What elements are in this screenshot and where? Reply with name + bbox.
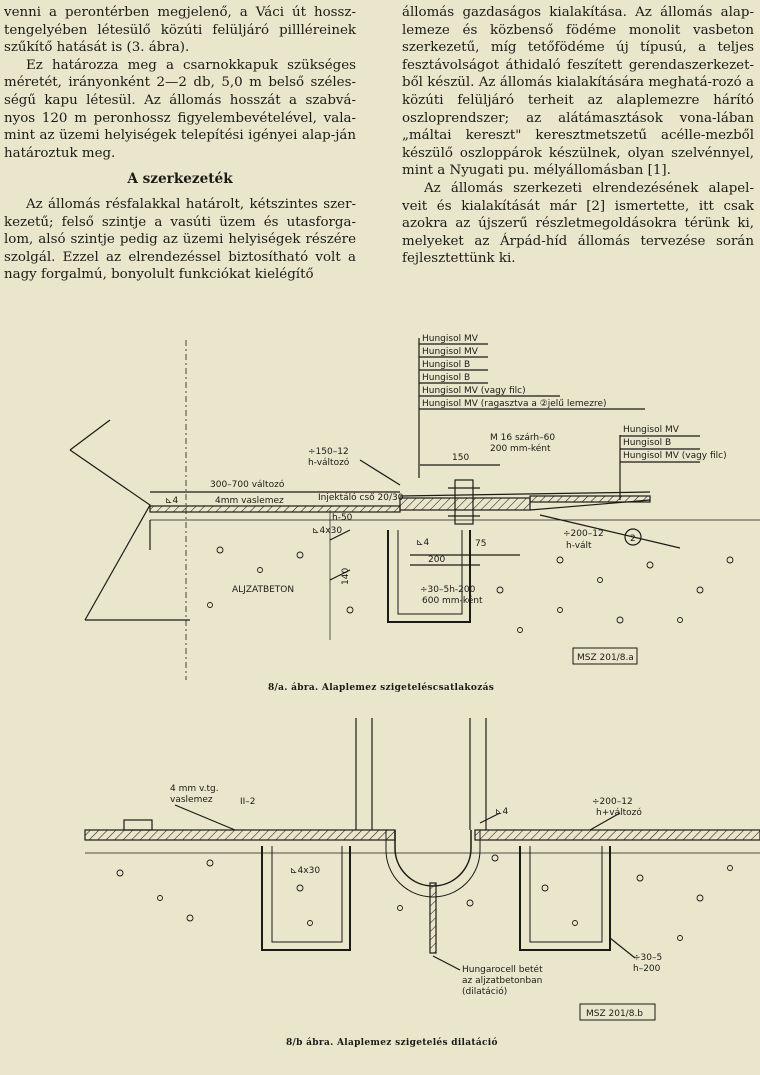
svg-text:Hungarocell betét: Hungarocell betét [462,964,543,975]
right-paragraph-1: állomás gazdaságos kialakítása. Az állom… [402,5,754,179]
right-paragraph-2: Az állomás szerkezeti elrendezésének ala… [402,180,754,267]
svg-text:MSZ 201/8.a: MSZ 201/8.a [577,653,634,663]
svg-text:⊾4: ⊾4 [495,807,509,817]
svg-text:4mm vaslemez: 4mm vaslemez [215,496,284,506]
svg-text:Hungisol MV (vagy filc): Hungisol MV (vagy filc) [623,451,727,461]
slab-left [84,829,396,841]
svg-text:Hungisol B: Hungisol B [623,438,671,448]
svg-text:ALJZATBETON: ALJZATBETON [232,585,294,595]
svg-text:Hungisol B: Hungisol B [422,360,470,370]
svg-text:M 16 szárh–60: M 16 szárh–60 [490,433,555,443]
aggregate-dots-b [116,854,733,941]
svg-text:⊾4: ⊾4 [416,538,430,548]
svg-text:Hungisol MV (ragasztva a ②jelű: Hungisol MV (ragasztva a ②jelű lemezre) [422,399,607,409]
svg-text:Injektáló cső 20/30: Injektáló cső 20/30 [318,492,404,503]
svg-text:II–2: II–2 [240,797,256,807]
svg-text:600 mm-ként: 600 mm-ként [422,595,483,606]
svg-text:4 mm v.tg.: 4 mm v.tg. [170,784,219,794]
svg-text:2: 2 [630,534,636,544]
svg-text:Hungisol MV: Hungisol MV [422,347,479,357]
svg-text:Hungisol MV: Hungisol MV [422,334,479,344]
svg-text:⊾4: ⊾4 [165,496,179,506]
svg-text:300–700 változó: 300–700 változó [210,479,285,490]
figure-8a-labels: Hungisol MV Hungisol MV Hungisol B Hungi… [165,334,727,663]
figure-8b-drawing: 4 mm v.tg. vaslemez II–2 ⊾4 ÷200–12 h+vá… [84,718,760,1021]
left-paragraph-1: venni a perontérben megjelenő, a Váci út… [4,5,356,56]
svg-text:Hungisol B: Hungisol B [422,373,470,383]
slab-right [474,829,760,841]
right-text-column: állomás gazdaságos kialakítása. Az állom… [402,4,754,268]
svg-text:÷200–12: ÷200–12 [563,529,604,539]
svg-text:200: 200 [428,555,445,565]
svg-text:h–200: h–200 [633,964,661,974]
svg-text:Hungisol MV (vagy filc): Hungisol MV (vagy filc) [422,386,526,396]
svg-text:Hungisol MV: Hungisol MV [623,425,680,435]
svg-text:⊾4x30: ⊾4x30 [290,866,320,876]
left-text-column: venni a perontérben megjelenő, a Váci út… [4,4,356,284]
svg-text:200 mm-ként: 200 mm-ként [490,443,551,454]
svg-text:h-50: h-50 [332,513,353,523]
figure-8b-labels: 4 mm v.tg. vaslemez II–2 ⊾4 ÷200–12 h+vá… [170,784,662,1019]
aggregate-dots [207,546,734,633]
svg-text:150: 150 [452,453,469,463]
svg-text:h-vált: h-vált [566,541,592,551]
svg-text:h+változó: h+változó [596,807,642,818]
svg-text:140: 140 [341,568,351,585]
svg-text:÷30–5h-200: ÷30–5h-200 [420,585,476,595]
dilatation-joint [429,882,437,954]
svg-text:÷150–12: ÷150–12 [308,447,349,457]
svg-text:75: 75 [475,539,486,549]
left-paragraph-3: Az állomás résfalakkal határolt, kétszin… [4,196,356,283]
svg-text:az aljzatbetonban: az aljzatbetonban [462,976,542,986]
figure-8b-caption: 8/b ábra. Alaplemez szigetelés dilatáció [286,1038,498,1048]
wall-chevron [69,449,151,621]
steel-plate [149,505,401,513]
figure-8a-drawing: Hungisol MV Hungisol MV Hungisol B Hungi… [69,334,760,680]
figure-8a-caption: 8/a. ábra. Alaplemez szigeteléscsatlakoz… [268,683,495,693]
u-drain [394,830,472,887]
svg-text:÷30–5: ÷30–5 [633,953,662,963]
svg-text:÷200–12: ÷200–12 [592,797,633,807]
left-paragraph-2: Ez határozza meg a csarnokkapuk szüksége… [4,57,356,161]
svg-text:h-változó: h-változó [308,457,350,468]
section-heading: A szerkezeték [127,171,233,188]
svg-text:MSZ 201/8.b: MSZ 201/8.b [586,1009,643,1019]
bolt [454,479,474,525]
svg-text:vaslemez: vaslemez [170,795,213,805]
svg-text:⊾4x30: ⊾4x30 [312,526,342,536]
svg-text:(dilatáció): (dilatáció) [462,986,507,997]
marker-circle-2 [624,528,642,546]
